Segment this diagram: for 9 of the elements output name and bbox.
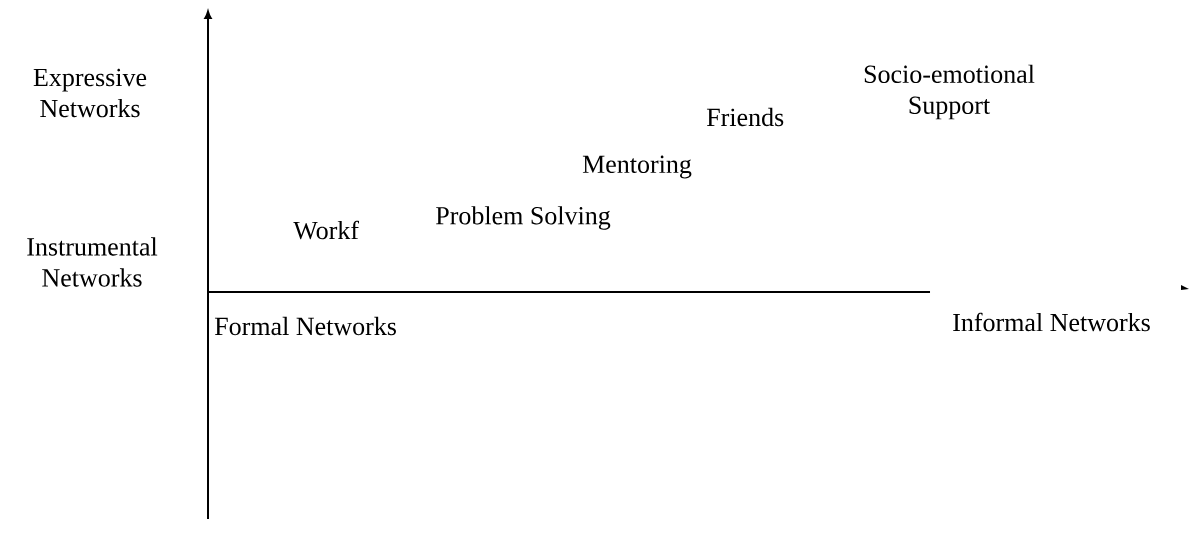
axis-label: Socio-emotional Support (864, 64, 1035, 120)
axis-label: Informal Networks (953, 312, 1150, 332)
axis-label: Mentoring (582, 155, 692, 179)
axis-label: Instrumental Networks (27, 237, 158, 287)
axis-label: Workf (293, 220, 359, 240)
axis-label: Formal Networks (214, 316, 396, 336)
axis-label: Friends (706, 107, 784, 127)
axis-label: Expressive Networks (33, 68, 147, 118)
axis-label: Problem Solving (436, 206, 611, 230)
